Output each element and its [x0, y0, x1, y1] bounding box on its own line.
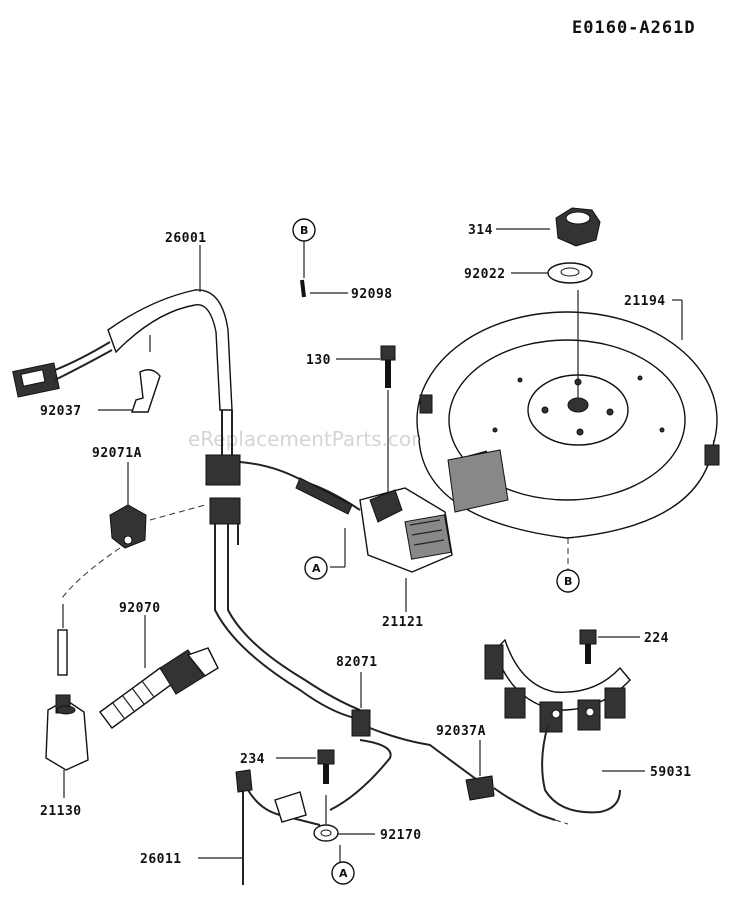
- part-label-26001: 26001: [165, 231, 207, 246]
- ground-lead-26011-illustration: [235, 739, 392, 885]
- part-label-314: 314: [468, 223, 493, 238]
- spring-pin-illustration: [57, 629, 68, 676]
- ignition-coil-illustration: [359, 487, 453, 573]
- bolt-130-illustration: [380, 345, 396, 388]
- part-label-92037: 92037: [40, 404, 82, 419]
- plug-cap-illustration: [45, 694, 89, 771]
- svg-text:B: B: [564, 575, 572, 588]
- callout-a-bottom: A: [331, 861, 355, 885]
- washer-illustration: [547, 262, 593, 284]
- terminal-92037a-illustration: [465, 775, 495, 801]
- part-label-21121: 21121: [382, 615, 424, 630]
- terminal-92170-illustration: [313, 795, 339, 842]
- part-label-26011: 26011: [140, 852, 182, 867]
- svg-text:A: A: [339, 867, 348, 880]
- nut-illustration: [555, 207, 601, 247]
- part-label-21130: 21130: [40, 804, 82, 819]
- diagram-code: E0160-A261D: [572, 18, 696, 38]
- part-label-21194: 21194: [624, 294, 666, 309]
- callout-a-left: A: [304, 556, 328, 580]
- stator-illustration: [484, 638, 631, 814]
- part-label-82071: 82071: [336, 655, 378, 670]
- bolt-234-illustration: [317, 749, 335, 784]
- bolt-224-illustration: [579, 629, 597, 664]
- callout-b-top: B: [292, 218, 316, 242]
- part-label-92022: 92022: [464, 267, 506, 282]
- part-label-92170: 92170: [380, 828, 422, 843]
- part-label-224: 224: [644, 631, 669, 646]
- part-label-92070: 92070: [119, 601, 161, 616]
- part-label-92098: 92098: [351, 287, 393, 302]
- watermark: eReplacementParts.com: [188, 427, 431, 451]
- harness-26001-illustration: [12, 289, 361, 719]
- part-label-59031: 59031: [650, 765, 692, 780]
- part-label-92037a: 92037A: [436, 724, 486, 739]
- flywheel-illustration: [416, 311, 720, 539]
- part-label-234: 234: [240, 752, 265, 767]
- svg-text:B: B: [300, 224, 308, 237]
- part-label-92071a: 92071A: [92, 446, 142, 461]
- connector-82071-illustration: [351, 709, 371, 737]
- terminal-92037-illustration: [131, 369, 161, 413]
- svg-text:A: A: [312, 562, 321, 575]
- spark-plug-illustration: [99, 647, 219, 729]
- callout-b-bottom: B: [556, 569, 580, 593]
- pin-illustration: [300, 279, 306, 298]
- part-label-130: 130: [306, 353, 331, 368]
- boot-92071a-illustration: [109, 504, 147, 549]
